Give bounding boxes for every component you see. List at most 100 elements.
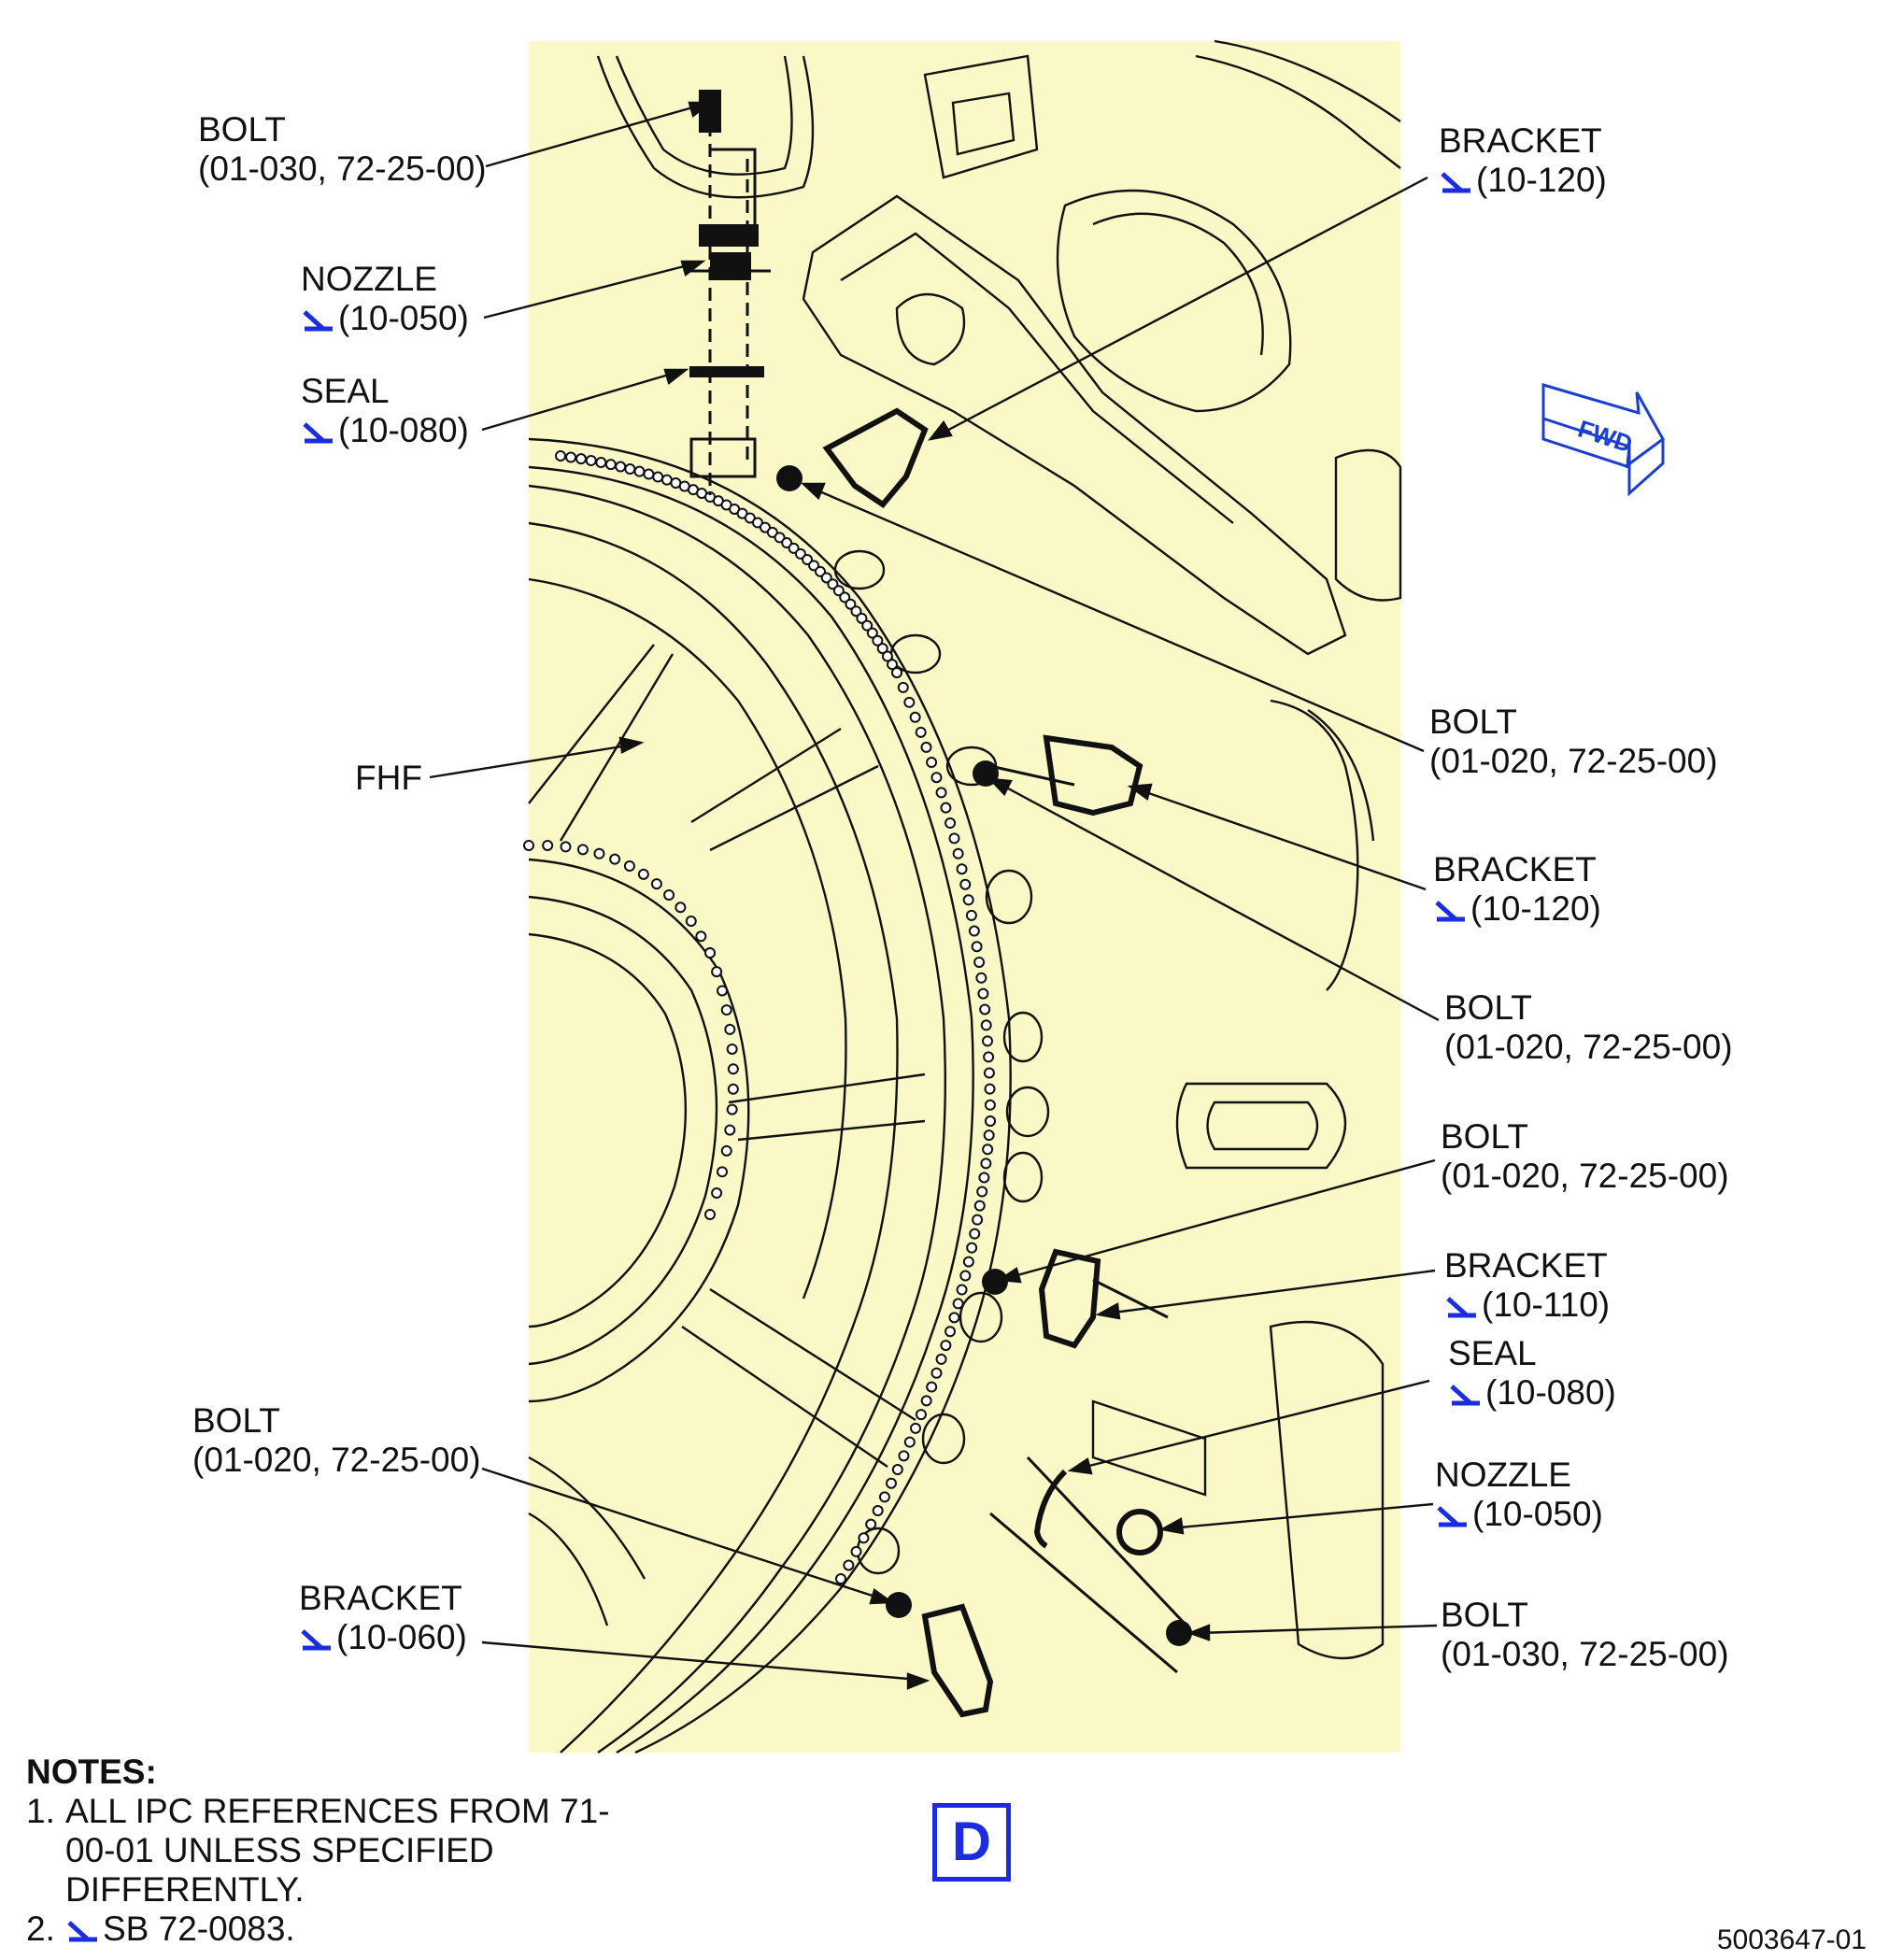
note-item: 1. ALL IPC REFERENCES FROM 71-00-01 UNLE… xyxy=(26,1792,626,1910)
bolt-hole xyxy=(968,925,980,937)
bolt-hole xyxy=(727,1063,739,1075)
bolt-hole xyxy=(604,459,617,471)
bolt-hole xyxy=(944,1326,957,1338)
bolt-hole xyxy=(891,667,902,678)
bolt-hole xyxy=(965,909,977,921)
bolt-hole xyxy=(978,1172,990,1184)
bolt-hole xyxy=(717,985,729,997)
bolt-hole xyxy=(956,863,968,875)
part-ref: (10-120) xyxy=(1476,161,1607,199)
callout-nozzle-top: NOZZLE (10-050) xyxy=(301,260,469,338)
bolt-hole xyxy=(944,817,957,829)
bolt-hole xyxy=(872,1505,884,1517)
bolt-hole xyxy=(897,681,909,693)
blue-reference-symbol-icon xyxy=(1446,1297,1476,1318)
bolt-hole xyxy=(982,1035,994,1047)
bolt-hole xyxy=(977,987,989,1000)
bolt-hole xyxy=(695,930,707,943)
bolt-hole xyxy=(948,1312,960,1324)
blue-reference-symbol-icon xyxy=(67,1921,97,1942)
bolt-hole xyxy=(903,696,916,708)
bolt-hole xyxy=(711,1187,723,1200)
bolt-hole xyxy=(975,972,987,984)
bolt-hole xyxy=(523,840,534,851)
note-item: 2. SB 72-0083. xyxy=(26,1910,626,1949)
bolt-hole xyxy=(675,902,687,914)
note-text: SB 72-0083. xyxy=(103,1910,295,1948)
bolt-hole xyxy=(861,619,873,632)
bolt-hole xyxy=(930,1367,943,1379)
bolt-hole xyxy=(637,868,649,880)
blue-reference-symbol-icon xyxy=(301,1629,331,1651)
note-number: 1. xyxy=(26,1792,55,1830)
bolt-hole xyxy=(920,1395,932,1407)
bolt-hole xyxy=(717,1166,729,1178)
callout-bolt-right-2: BOLT (01-020, 72-25-00) xyxy=(1444,988,1733,1067)
part-name: SEAL xyxy=(1448,1334,1537,1372)
bolt-hole xyxy=(685,916,697,928)
bolt-hole xyxy=(926,1381,938,1393)
bolt-hole xyxy=(885,1477,897,1489)
bolt-hole xyxy=(643,468,655,480)
note-text: ALL IPC REFERENCES FROM 71-00-01 UNLESS … xyxy=(65,1792,610,1909)
bolt-hole xyxy=(983,1067,995,1079)
part-ref: (01-020, 72-25-00) xyxy=(1444,1028,1733,1066)
bolt-hole xyxy=(872,634,884,646)
bolt-hole xyxy=(984,1099,996,1111)
bolt-hole xyxy=(726,1043,738,1055)
part-name: BRACKET xyxy=(299,1579,462,1617)
bracket-part-top xyxy=(822,407,929,508)
bolt-hole xyxy=(835,1573,846,1584)
part-name: NOZZLE xyxy=(301,260,437,298)
blue-reference-symbol-icon xyxy=(303,310,333,332)
part-name: NOZZLE xyxy=(1435,1456,1571,1494)
part-name: BOLT xyxy=(198,110,286,149)
bracket-part-lower xyxy=(1038,1248,1101,1349)
part-name: FHF xyxy=(355,759,422,797)
bolt-hole xyxy=(962,894,974,906)
bolt-hole xyxy=(962,1256,974,1268)
bolt-hole xyxy=(845,598,857,610)
drawing-number: 5003647-01 xyxy=(1716,1924,1867,1955)
bolt-hole xyxy=(585,455,597,467)
bolt-hole xyxy=(915,1409,927,1421)
bolt-hole xyxy=(720,1144,732,1157)
bolt-hole xyxy=(724,1124,736,1136)
bolt-hole xyxy=(856,612,868,624)
part-ref: (01-020, 72-25-00) xyxy=(1429,742,1718,780)
bolt-hole xyxy=(704,1209,716,1220)
blue-reference-symbol-icon xyxy=(1441,172,1470,193)
part-ref: (10-080) xyxy=(1485,1373,1616,1412)
bolt-hole xyxy=(575,453,587,465)
part-name: BOLT xyxy=(1429,703,1517,741)
bolt-hole xyxy=(909,711,921,723)
bolt-hole xyxy=(982,1143,994,1156)
bolt-hole xyxy=(979,1003,991,1016)
bolt-hole xyxy=(898,1450,910,1462)
bolt-hole xyxy=(948,832,960,845)
notes-header: NOTES: xyxy=(26,1753,157,1791)
bracket-part-bottom xyxy=(921,1603,994,1718)
bolt-hole xyxy=(839,591,851,604)
callout-bolt-top: BOLT (01-030, 72-25-00) xyxy=(198,110,487,189)
part-name: BOLT xyxy=(192,1401,280,1440)
callout-bolt-right-1: BOLT (01-020, 72-25-00) xyxy=(1429,703,1718,781)
part-name: BRACKET xyxy=(1444,1246,1608,1285)
part-ref: (10-080) xyxy=(338,411,469,449)
callout-nozzle-right: NOZZLE (10-050) xyxy=(1435,1456,1603,1534)
callout-bracket-right-2: BRACKET (10-120) xyxy=(1433,850,1601,929)
bolt-hole xyxy=(865,1518,877,1530)
bolt-hole xyxy=(850,1545,862,1557)
part-name: BRACKET xyxy=(1439,121,1602,160)
part-name: BOLT xyxy=(1441,1596,1528,1634)
bolt-hole xyxy=(985,1115,996,1127)
ring-bolt-holes xyxy=(523,450,996,1584)
bolt-hole xyxy=(623,860,635,873)
callout-bracket-top-right: BRACKET (10-120) xyxy=(1439,121,1607,200)
callout-seal-right: SEAL (10-080) xyxy=(1448,1334,1616,1413)
bolt-hole xyxy=(726,1103,738,1115)
part-name: BRACKET xyxy=(1433,850,1597,888)
bolt-hole xyxy=(930,772,943,784)
bracket-part-mid xyxy=(1043,734,1143,817)
bolt-hole xyxy=(633,465,646,477)
